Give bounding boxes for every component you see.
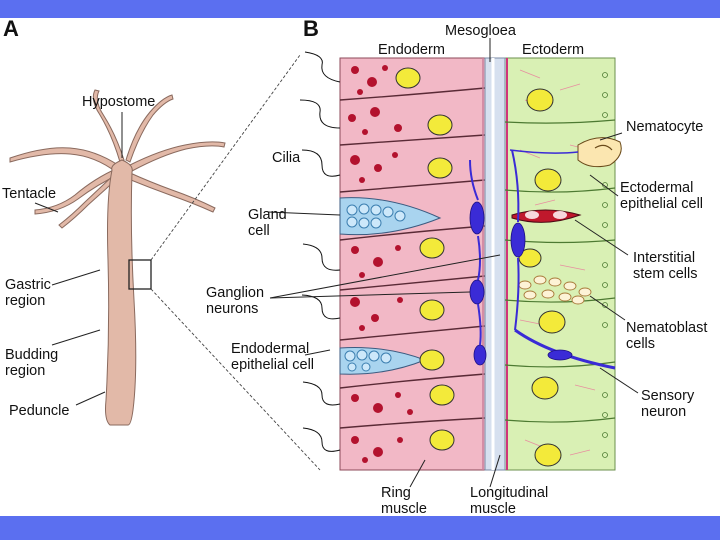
label-cilia: Cilia (272, 150, 300, 166)
label-gland-cell: Gland cell (248, 207, 287, 239)
endoderm-layer (340, 58, 485, 470)
mesogloea-layer (485, 58, 505, 470)
label-gastric-region: Gastric region (5, 277, 51, 309)
label-sensory-neuron: Sensory neuron (641, 388, 694, 420)
label-longitudinal-muscle: Longitudinal muscle (470, 485, 548, 517)
label-endoderm: Endoderm (378, 42, 445, 58)
label-ectoderm: Ectoderm (522, 42, 584, 58)
label-ring-muscle: Ring muscle (381, 485, 427, 517)
label-mesogloea: Mesogloea (445, 23, 516, 39)
label-peduncle: Peduncle (9, 403, 69, 419)
panel-label-a: A (3, 16, 19, 42)
label-ganglion-neurons: Ganglion neurons (206, 285, 264, 317)
label-ectodermal-epithelial-cell: Ectodermal epithelial cell (620, 180, 703, 212)
label-endodermal-epithelial-cell: Endodermal epithelial cell (231, 341, 314, 373)
label-nematoblast-cells: Nematoblast cells (626, 320, 707, 352)
panel-label-b: B (303, 16, 319, 42)
cilia (300, 52, 340, 451)
label-hypostome: Hypostome (82, 94, 155, 110)
label-interstitial-stem-cells: Interstitial stem cells (633, 250, 697, 282)
label-nematocyte: Nematocyte (626, 119, 703, 135)
label-tentacle: Tentacle (2, 186, 56, 202)
label-budding-region: Budding region (5, 347, 58, 379)
